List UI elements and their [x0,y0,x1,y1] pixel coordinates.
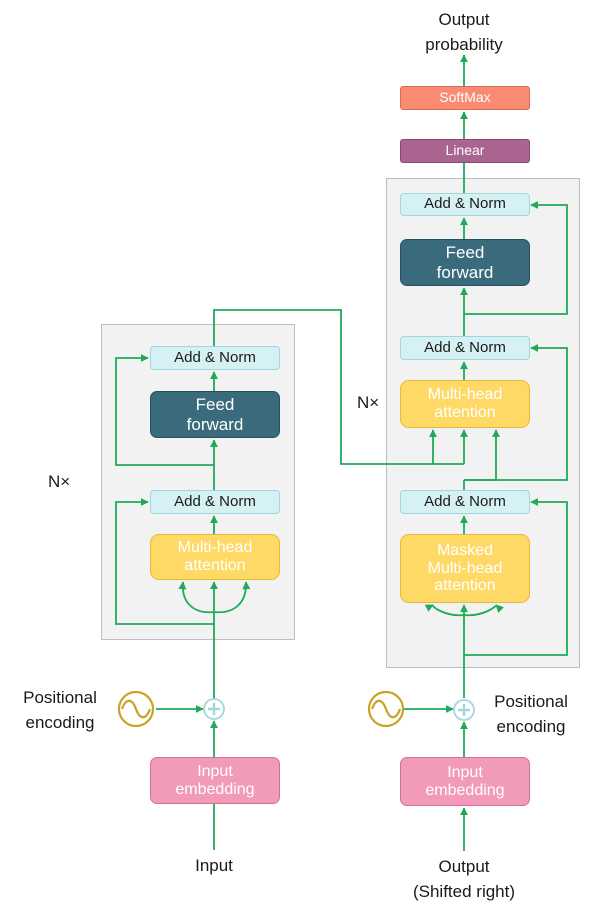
encoder-repeat-label: N× [48,472,71,491]
encoder-add-norm-top: Add & Norm [150,346,280,370]
arrow-dec-query [464,429,500,481]
encoder-input-label: Input [195,856,233,875]
decoder-add-norm-top: Add & Norm [400,193,530,216]
arrow-masked-input-left [424,604,465,617]
decoder-add-norm-mid: Add & Norm [400,336,530,360]
linear-layer: Linear [400,139,530,163]
arrow-attn-input-left [178,581,215,614]
plus-circle-icon [203,698,225,720]
plus-circle-icon [453,699,475,721]
arrow-enc-residual-1 [115,498,214,625]
encoder-panel [101,324,295,640]
arrow-dec-residual-1 [464,498,568,656]
arrow-attn-input-right [213,581,251,614]
arrow-dec-residual-3 [464,201,568,315]
softmax-layer: SoftMax [400,86,530,110]
arrow-enc-residual-2 [115,354,214,466]
sine-wave-icon [367,690,405,728]
arrow-dec-residual-2 [464,344,568,481]
encoder-add-norm-bottom: Add & Norm [150,490,280,514]
arrow-masked-input-right [463,604,504,617]
decoder-repeat-label: N× [357,393,380,412]
line-encoder-output [213,309,464,465]
decoder-add-norm-bottom: Add & Norm [400,490,530,514]
sine-wave-icon [117,690,155,728]
decoder-output-label: Output(Shifted right) [412,857,516,901]
